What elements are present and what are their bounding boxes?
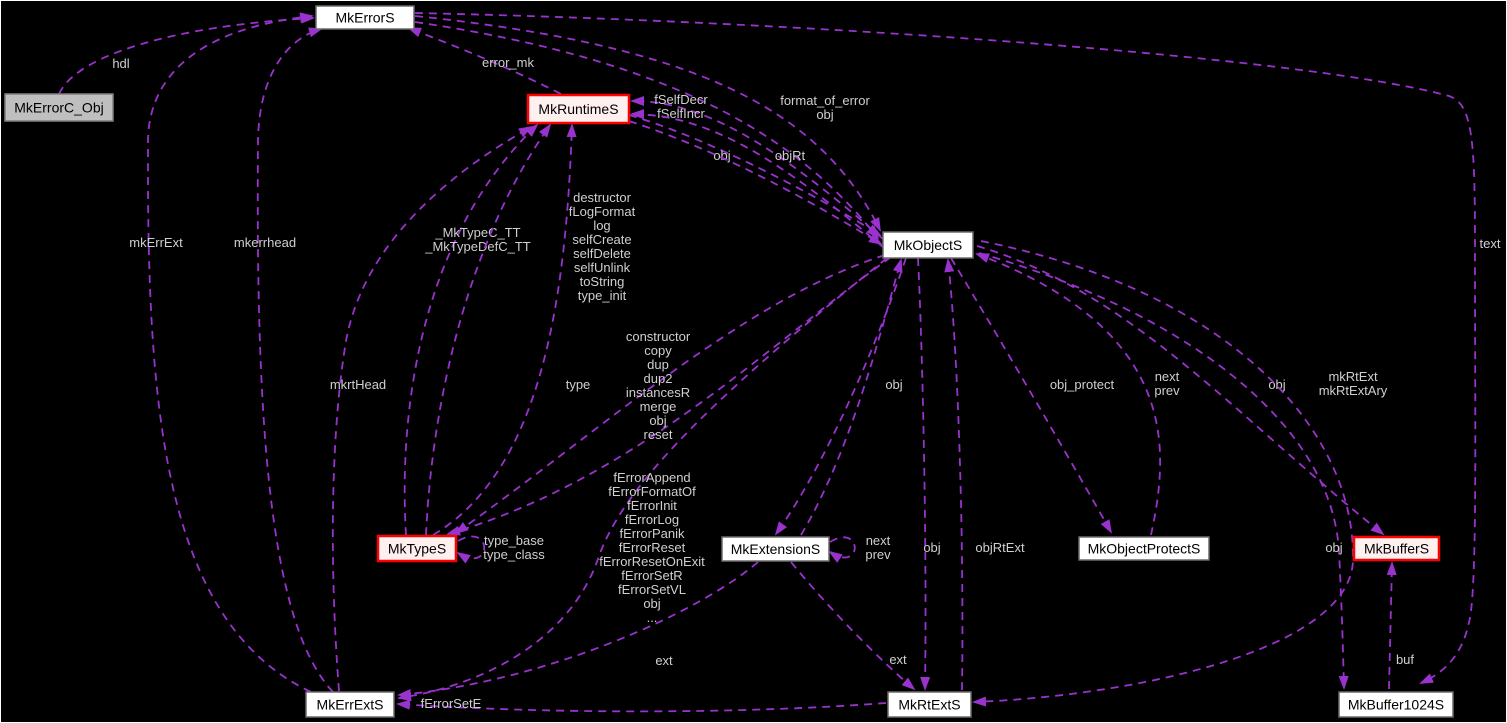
edge-ext-errext-label: ext (655, 653, 673, 668)
edge-format-of-error (414, 15, 881, 232)
edge-hdl (58, 13, 315, 95)
edge-type (454, 254, 886, 535)
graph-node-box-MkExtensionS[interactable] (721, 536, 830, 562)
graph-node-MkObjectS[interactable]: MkObjectS (882, 231, 974, 259)
edge-ext-errext (397, 561, 759, 699)
graph-node-label-MkBufferS[interactable]: MkBufferS (1364, 541, 1429, 557)
graph-node-MkExtensionS[interactable]: MkExtensionS (721, 536, 830, 562)
graph-node-MkTypeS[interactable]: MkTypeS (376, 534, 458, 563)
edge-obj-runtime (628, 114, 882, 237)
graph-node-label-MkErrorC_Obj[interactable]: MkErrorC_Obj (14, 100, 103, 116)
edge-ferrorsete (396, 699, 887, 713)
edge-obj-rtext-label: obj (923, 540, 940, 555)
edge-objrt (628, 120, 883, 246)
edge-constructor-set (446, 256, 892, 536)
edge-protect-next-prev (975, 253, 1161, 536)
edge-destructor-set (432, 123, 577, 536)
edge-obj-ext-up-label: obj (885, 377, 902, 392)
edge-obj-ext-up (800, 258, 903, 536)
edge-mkrthead (331, 126, 533, 692)
edge-text (414, 12, 1477, 684)
edge-text-label: text (1480, 236, 1501, 251)
edge-obj-protect (950, 257, 1112, 534)
graph-node-label-MkBuffer1024S[interactable]: MkBuffer1024S (1348, 697, 1444, 713)
edge-mktypec-tt (403, 123, 539, 536)
edge-obj-buffer1024 (978, 252, 1349, 690)
graph-node-MkBuffer1024S[interactable]: MkBuffer1024S (1338, 691, 1454, 718)
graph-node-MkRuntimeS[interactable]: MkRuntimeS (526, 93, 631, 125)
graph-node-MkErrorC_Obj[interactable]: MkErrorC_Obj (4, 93, 114, 122)
graph-node-MkObjectProtectS[interactable]: MkObjectProtectS (1078, 536, 1210, 561)
graph-node-box-MkRuntimeS[interactable] (526, 93, 631, 125)
graph-node-box-MkErrExtS[interactable] (305, 691, 395, 718)
graph-node-MkErrExtS[interactable]: MkErrExtS (305, 691, 395, 718)
graph-node-box-MkRtExtS[interactable] (887, 691, 972, 718)
edge-ferrorsete-label: fErrorSetE (421, 696, 482, 711)
graph-node-label-MkExtensionS[interactable]: MkExtensionS (731, 541, 820, 557)
edge-objrtext (944, 258, 964, 691)
edge-type-label: type (566, 377, 591, 392)
edge-next-prev-loop (828, 536, 856, 563)
graph-node-MkBufferS[interactable]: MkBufferS (1352, 535, 1441, 562)
edge-ext-rtext-label: ext (889, 652, 907, 667)
edge-mktypec-tt-label: _MkTypeC_TT_MkTypeDefC_TT (424, 225, 531, 254)
edge-fselfdecr (630, 96, 884, 240)
graph-node-label-MkRuntimeS[interactable]: MkRuntimeS (538, 101, 618, 117)
graph-node-box-MkObjectProtectS[interactable] (1078, 536, 1210, 561)
edge-error-mk-label: error_mk (482, 55, 535, 70)
edge-error-mk (407, 27, 562, 95)
graph-node-MkErrorS[interactable]: MkErrorS (315, 5, 415, 30)
graph-node-box-MkObjectS[interactable] (882, 231, 974, 259)
edge-mkrtext (972, 240, 1354, 707)
edge-mkerrhead (256, 27, 334, 693)
graph-node-label-MkErrExtS[interactable]: MkErrExtS (317, 697, 384, 713)
edge-objrtext-label: objRtExt (975, 540, 1025, 555)
edge-ext-rtext (790, 561, 916, 691)
graph-node-box-MkErrorC_Obj[interactable] (4, 93, 114, 122)
edge-mkrthead-label: mkrtHead (330, 377, 386, 392)
edge-hdl-label: hdl (112, 56, 129, 71)
edge-ferror-set (397, 257, 888, 702)
edge-obj-buffer (976, 245, 1385, 536)
graph-node-label-MkRtExtS[interactable]: MkRtExtS (898, 697, 960, 713)
edge-format-obj (414, 21, 880, 240)
graph-node-box-MkBufferS[interactable] (1352, 535, 1441, 562)
graph-node-label-MkObjectProtectS[interactable]: MkObjectProtectS (1088, 541, 1201, 557)
edge-mkerrhead-label: mkerrhead (234, 235, 296, 250)
edge-buf (1386, 561, 1397, 690)
edge-obj-rtext (917, 257, 931, 691)
edge-obj-protect-label: obj_protect (1050, 377, 1115, 392)
graph-node-label-MkTypeS[interactable]: MkTypeS (388, 541, 446, 557)
edge-obj-buffer1024-label: obj (1325, 540, 1342, 555)
graph-node-box-MkBuffer1024S[interactable] (1338, 691, 1454, 718)
edge-obj-ext-down (774, 257, 907, 536)
edge-type-base-loop (456, 535, 486, 564)
edge-objrt-label: objRt (775, 148, 806, 163)
graph-node-label-MkErrorS[interactable]: MkErrorS (335, 10, 394, 26)
edge-mktypedefc-tt (425, 123, 552, 536)
edge-fselfincr (630, 109, 884, 248)
edge-mkerrext-label: mkErrExt (129, 235, 183, 250)
graph-node-box-MkTypeS[interactable] (376, 534, 458, 563)
graph-node-label-MkObjectS[interactable]: MkObjectS (894, 237, 962, 253)
edge-obj-runtime-label: obj (713, 148, 730, 163)
graph-node-box-MkErrorS[interactable] (315, 5, 415, 30)
edge-buf-label: buf (1396, 652, 1414, 667)
graph-node-MkRtExtS[interactable]: MkRtExtS (887, 691, 972, 718)
